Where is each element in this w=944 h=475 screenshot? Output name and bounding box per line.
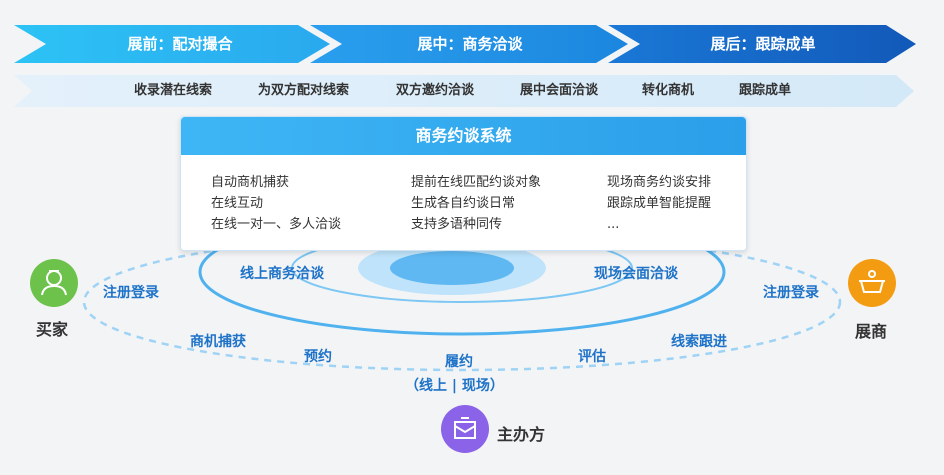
step-onsite-meeting: 展中会面洽谈	[520, 83, 599, 98]
feature-more: ...	[607, 217, 620, 232]
label-fulfill: 履约	[445, 354, 473, 370]
system-title: 商务约谈系统	[181, 117, 746, 155]
step-invite: 双方邀约洽谈	[396, 83, 475, 98]
label-onsite-negotiation: 现场会面洽谈	[594, 266, 678, 282]
phase-label-mid: 展中：商务洽谈	[417, 35, 523, 53]
organizer-label: 主办方	[497, 425, 546, 444]
outer-ring	[82, 232, 842, 372]
label-lead-follow-up: 线索跟进	[671, 334, 727, 350]
exhibitor-icon	[859, 270, 885, 293]
buyer-node	[30, 259, 78, 307]
exhibitor-label: 展商	[855, 322, 888, 341]
label-fulfill-channels: （线上 | 现场）	[405, 378, 504, 394]
phase-arrow-mid	[310, 25, 628, 63]
phase-label-pre: 展前：配对撮合	[127, 35, 233, 53]
step-close-deal: 跟踪成单	[739, 83, 792, 98]
phase-label-post: 展后：跟踪成单	[710, 35, 816, 53]
phase-arrow-pre	[14, 25, 330, 63]
organizer-node	[441, 405, 489, 453]
feature-online-interaction: 在线互动	[211, 196, 264, 211]
step-match-leads: 为双方配对线索	[258, 83, 350, 98]
label-opportunity-capture: 商机捕获	[190, 334, 246, 350]
step-convert: 转化商机	[642, 83, 695, 98]
label-evaluate: 评估	[578, 349, 606, 365]
feature-multilingual: 支持多语种同传	[411, 217, 503, 232]
phase-arrow-post	[608, 25, 916, 63]
feature-onsite-arrangement: 现场商务约谈安排	[607, 175, 712, 190]
feature-online-match: 提前在线匹配约谈对象	[411, 175, 542, 190]
label-register-buyer: 注册登录	[103, 285, 159, 301]
step-collect-leads: 收录潜在线索	[134, 83, 213, 98]
phase-arrows	[14, 25, 916, 107]
exhibitor-node	[848, 259, 896, 307]
label-online-negotiation: 线上商务洽谈	[240, 266, 324, 282]
organizer-icon	[454, 417, 476, 439]
steps-band	[14, 75, 914, 107]
core-center	[390, 251, 514, 285]
feature-online-negotiation: 在线一对一、多人洽谈	[211, 217, 342, 232]
label-register-exhibitor: 注册登录	[763, 285, 819, 301]
feature-auto-capture: 自动商机捕获	[211, 175, 290, 190]
buyer-icon	[41, 270, 67, 296]
label-appointment: 预约	[304, 349, 332, 365]
buyer-label: 买家	[36, 320, 69, 339]
feature-schedule: 生成各自约谈日常	[411, 196, 516, 211]
business-meeting-system-panel: 商务约谈系统 自动商机捕获 在线互动 在线一对一、多人洽谈 提前在线匹配约谈对象…	[180, 116, 747, 251]
feature-smart-reminder: 跟踪成单智能提醒	[607, 196, 712, 211]
